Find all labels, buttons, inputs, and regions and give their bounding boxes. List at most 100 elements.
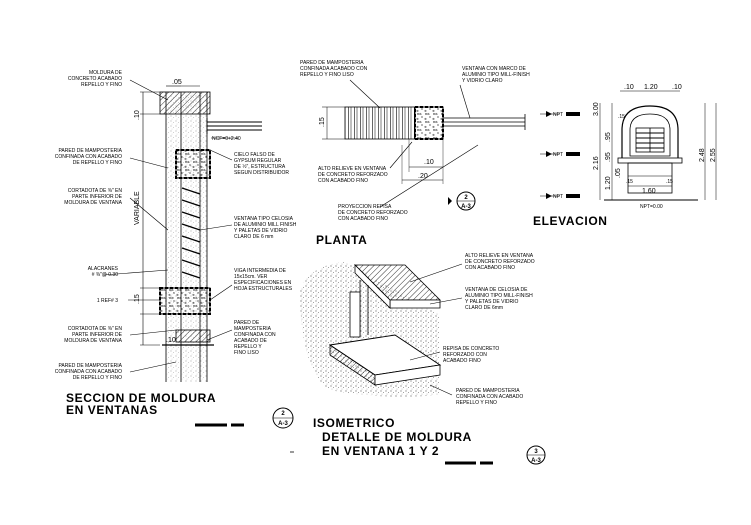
elev-small-dim-15: .15	[618, 114, 625, 120]
plan-title: PLANTA	[316, 233, 367, 247]
svg-text:REPELLO Y FINO: REPELLO Y FINO	[81, 82, 122, 88]
plan-view: .15 .10 .20 PARED DE MAMPOSTERIA CONFINA…	[300, 60, 530, 247]
elev-left-dim-2: .95	[605, 152, 612, 162]
iso-title-line-3: EN VENTANA 1 Y 2	[322, 444, 439, 458]
svg-text:SEGUN DISTRIBUIDOR: SEGUN DISTRIBUIDOR	[234, 170, 289, 176]
dim-variable: VARIABLE	[134, 191, 141, 225]
svg-text:PARED DE MAMPOSTERIA: PARED DE MAMPOSTERIA	[58, 363, 122, 369]
dim-10: .10	[134, 110, 141, 120]
svg-text:REPISA DE CONCRETO: REPISA DE CONCRETO	[443, 346, 499, 352]
plan-ref-bubble: 2 A-3	[448, 191, 476, 211]
svg-text:CONFINADA CON ACABADO: CONFINADA CON ACABADO	[55, 369, 122, 375]
section-left-notes: MOLDURA DE CONCRETO ACABADO REPELLO Y FI…	[55, 70, 123, 381]
plan-notes: PARED DE MAMPOSTERIA CONFINADA ACABADO C…	[300, 60, 530, 222]
beam-top	[175, 149, 211, 179]
svg-text:2: 2	[281, 411, 285, 417]
elev-left-dim-5: 2.16	[593, 156, 600, 170]
svg-text:REFORZADO CON: REFORZADO CON	[443, 352, 487, 358]
svg-text:CON ACABADO FINO: CON ACABADO FINO	[465, 265, 515, 271]
svg-text:CONFINADA CON ACABADO: CONFINADA CON ACABADO	[55, 154, 122, 160]
dim-10b: .10	[166, 337, 176, 344]
svg-text:Y PALETAS DE VIDRIO: Y PALETAS DE VIDRIO	[234, 228, 287, 234]
elev-right-dim-2: 2.55	[710, 148, 717, 162]
dim-05: .05	[172, 79, 182, 86]
svg-text:PARTE INFERIOR DE: PARTE INFERIOR DE	[72, 332, 122, 338]
svg-text:FINO LISO: FINO LISO	[234, 350, 259, 356]
svg-text:VENTANA TIPO CELOSIA: VENTANA TIPO CELOSIA	[234, 216, 294, 222]
svg-text:Y PALETAS DE VIDRIO: Y PALETAS DE VIDRIO	[465, 299, 518, 305]
svg-text:CON ACABADO FINO: CON ACABADO FINO	[338, 216, 388, 222]
svg-text:CIELO FALSO DE: CIELO FALSO DE	[234, 152, 276, 158]
section-right-notes: CIELO FALSO DE GYPSUM REGULAR DE ½", EST…	[234, 152, 297, 356]
elev-left-dim-4: .05	[615, 168, 622, 178]
svg-text:1 REF# 3: 1 REF# 3	[97, 298, 118, 304]
svg-text:ALUMINIO TIPO MILL-FINISH: ALUMINIO TIPO MILL-FINISH	[465, 293, 533, 299]
svg-text:NPT: NPT	[553, 152, 563, 158]
elev-bottom-dim-2: .15	[666, 179, 673, 185]
svg-text:2: 2	[464, 195, 468, 201]
beam-mid	[159, 287, 211, 315]
svg-text:NPT: NPT	[553, 112, 563, 118]
svg-text:ALTO RELIEVE EN VENTANA: ALTO RELIEVE EN VENTANA	[318, 166, 387, 172]
svg-text:PARED DE MAMPOSTERIA: PARED DE MAMPOSTERIA	[300, 60, 364, 66]
svg-text:MOLDURA DE VENTANA: MOLDURA DE VENTANA	[64, 338, 122, 344]
svg-text:CLARO DE 6mm: CLARO DE 6mm	[465, 305, 503, 311]
elev-floor-label: NPT=0.00	[640, 204, 663, 210]
svg-text:REPELLO Y FINO LISO: REPELLO Y FINO LISO	[300, 72, 354, 78]
section-title-line-2: EN VENTANAS	[66, 403, 158, 417]
svg-text:ALUMINIO TIPO MILL-FINISH: ALUMINIO TIPO MILL-FINISH	[462, 72, 530, 78]
svg-text:A-3: A-3	[278, 421, 288, 427]
svg-text:A-3: A-3	[461, 204, 471, 210]
section-left-leaders	[103, 79, 177, 373]
svg-text:MOLDURA DE VENTANA: MOLDURA DE VENTANA	[64, 200, 122, 206]
svg-text:DE REPELLO Y FINO: DE REPELLO Y FINO	[73, 375, 122, 381]
section-ref-bubble: 2 A-3	[272, 407, 294, 429]
elev-left-dim-1: .95	[605, 132, 612, 142]
npt-markers: NPT NPT NPT	[540, 111, 580, 200]
svg-text:MOLDURA DE: MOLDURA DE	[89, 70, 123, 76]
svg-text:CONFINADA ACABADO CON: CONFINADA ACABADO CON	[300, 66, 368, 72]
plan-dim-20: .20	[418, 173, 428, 180]
section-title-line-1: SECCION DE MOLDURA	[66, 391, 216, 405]
arched-window-frame	[621, 105, 679, 161]
svg-text:ALTO RELIEVE EN VENTANA: ALTO RELIEVE EN VENTANA	[465, 253, 534, 259]
section-view: .05 .10 VARIABLE .15 .10 NCF=0+2.40 MOLD…	[55, 70, 297, 429]
level-label: NCF=0+2.40	[212, 136, 241, 142]
elev-top-dim-2: 1.20	[644, 84, 658, 91]
plan-dim-10: .10	[424, 159, 434, 166]
svg-text:DE REPELLO Y FINO: DE REPELLO Y FINO	[73, 160, 122, 166]
svg-text:VIGA INTERMEDIA DE: VIGA INTERMEDIA DE	[234, 268, 287, 274]
svg-text:CON ACABADO FINO: CON ACABADO FINO	[318, 178, 368, 184]
svg-text:ACABADO DE: ACABADO DE	[234, 338, 267, 344]
svg-text:GYPSUM REGULAR: GYPSUM REGULAR	[234, 158, 282, 164]
svg-text:# ⅜"@ 0.30: # ⅜"@ 0.30	[92, 272, 119, 278]
svg-text:15x15cm. VER: 15x15cm. VER	[234, 274, 268, 280]
svg-text:CORTADOTA DE ⅜" EN: CORTADOTA DE ⅜" EN	[68, 326, 123, 332]
svg-text:DE ½", ESTRUCTURA: DE ½", ESTRUCTURA	[234, 163, 286, 170]
iso-ref-bubble: 3 A-3	[526, 445, 546, 465]
svg-text:ALACRANES: ALACRANES	[88, 266, 119, 272]
svg-text:CLARO DE 6 mm: CLARO DE 6 mm	[234, 234, 273, 240]
svg-text:DE CONCRETO REFORZADO: DE CONCRETO REFORZADO	[465, 259, 535, 265]
svg-text:REPELLO Y FINO: REPELLO Y FINO	[456, 400, 497, 406]
elev-small-dim-300: 3.00	[593, 102, 600, 116]
svg-text:A-3: A-3	[531, 458, 541, 464]
plan-brick-wall	[344, 106, 416, 140]
elev-top-dim-1: .10	[624, 84, 634, 91]
elevation-title: ELEVACION	[533, 214, 608, 228]
elev-left-dim-3: 1.20	[605, 176, 612, 190]
elevation-view: NPT NPT NPT .10 1.20 .10 3.00 .95 .95 1.…	[533, 84, 717, 228]
svg-text:PARED DE MAMPOSTERIA: PARED DE MAMPOSTERIA	[58, 148, 122, 154]
svg-text:VENTANA DE CELOSIA DE: VENTANA DE CELOSIA DE	[465, 287, 528, 293]
svg-text:DE CONCRETO REFORZADO: DE CONCRETO REFORZADO	[338, 210, 408, 216]
svg-text:CONCRETO ACABADO: CONCRETO ACABADO	[68, 76, 122, 82]
svg-text:CONFINADA CON: CONFINADA CON	[234, 332, 276, 338]
top-moldura	[159, 91, 211, 115]
elev-right-dim-1: 2.48	[699, 148, 706, 162]
svg-text:MAMPOSTERIA: MAMPOSTERIA	[234, 326, 272, 332]
svg-text:ESPECIFICACIONES EN: ESPECIFICACIONES EN	[234, 280, 292, 286]
svg-text:VENTANA CON MARCO DE: VENTANA CON MARCO DE	[462, 66, 526, 72]
svg-text:CORTADOTA DE ⅜" EN: CORTADOTA DE ⅜" EN	[68, 188, 123, 194]
svg-text:3: 3	[534, 449, 538, 455]
section-right-leaders	[199, 149, 233, 341]
